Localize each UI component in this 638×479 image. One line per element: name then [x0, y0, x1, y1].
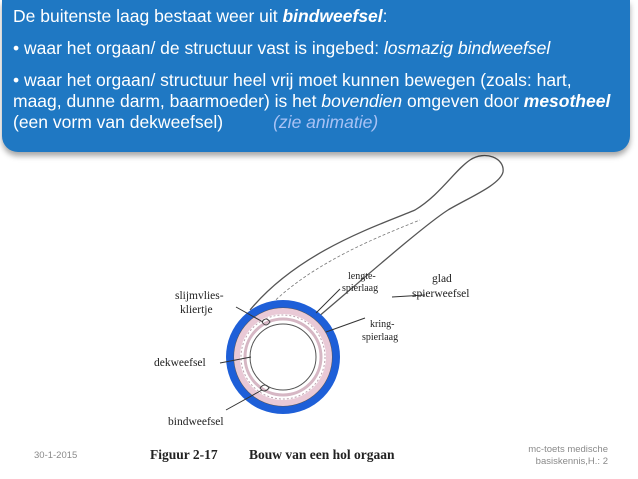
bullet-1: • waar het orgaan/ de structuur vast is …: [13, 38, 620, 59]
label-dekweefsel: dekweefsel: [154, 357, 206, 369]
leader-dekweefsel: [219, 356, 252, 364]
label-lengte-2: spierlaag: [342, 283, 378, 294]
figure-caption-number: Figuur 2-17: [150, 447, 218, 462]
bullet-2-text: • waar het orgaan/ structuur heel vrij m…: [13, 70, 572, 111]
muscle-layer-line: [240, 314, 326, 400]
intro-line: De buitenste laag bestaat weer uit bindw…: [13, 6, 620, 27]
label-spierweefsel: spierweefsel: [412, 288, 469, 300]
intro-text: De buitenste laag bestaat weer uit: [13, 6, 283, 26]
gland-bottom: [259, 384, 270, 392]
leader-lengte: [315, 288, 341, 314]
header-text-box: De buitenste laag bestaat weer uit bindw…: [2, 0, 630, 152]
label-slijmvlies-2: kliertje: [180, 304, 213, 316]
label-lengte-1: lengte-: [348, 271, 376, 282]
label-slijmvlies-1: slijmvlies-: [175, 290, 224, 302]
leader-slijmvlies: [235, 306, 264, 323]
muscle-layer-ring: [234, 308, 332, 406]
label-bindweefsel: bindweefsel: [168, 416, 224, 428]
bullet-2-after: (een vorm van dekweefsel): [13, 112, 224, 132]
bullet-1-text: • waar het orgaan/ de structuur vast is …: [13, 38, 384, 58]
tube-inner-line: [261, 219, 421, 315]
footer-source: mc-toets medische basiskennis,H.: 2: [528, 444, 608, 468]
label-kring-2: spierlaag: [362, 332, 398, 343]
figure-caption-title: Bouw van een hol orgaan: [249, 447, 395, 462]
bullet-1-term: losmazig bindweefsel: [383, 38, 551, 58]
leader-glad: [391, 294, 426, 298]
submucosa-ring: [243, 317, 323, 397]
bullet-2-term-mesotheel: mesotheel: [523, 91, 611, 111]
gland-top: [261, 318, 271, 326]
leader-bindweefsel: [225, 389, 263, 411]
footer-date: 30-1-2015: [34, 450, 78, 461]
intro-term: bindweefsel: [282, 6, 383, 26]
tube-outline: [249, 155, 504, 346]
footer-source-line-1: mc-toets medische: [528, 444, 608, 455]
label-kring-1: kring-: [370, 319, 394, 330]
bullet-2: • waar het orgaan/ structuur heel vrij m…: [13, 70, 620, 133]
leader-kring: [325, 317, 366, 333]
animation-note[interactable]: (zie animatie): [273, 112, 379, 132]
label-glad: glad: [432, 273, 452, 285]
bullet-2-term-bovendien: bovendien: [321, 91, 403, 111]
lumen: [249, 323, 317, 391]
footer-source-line-2: basiskennis,H.: 2: [535, 456, 608, 467]
bullet-2-mid: omgeven door: [402, 91, 524, 111]
intro-colon: :: [382, 6, 388, 26]
